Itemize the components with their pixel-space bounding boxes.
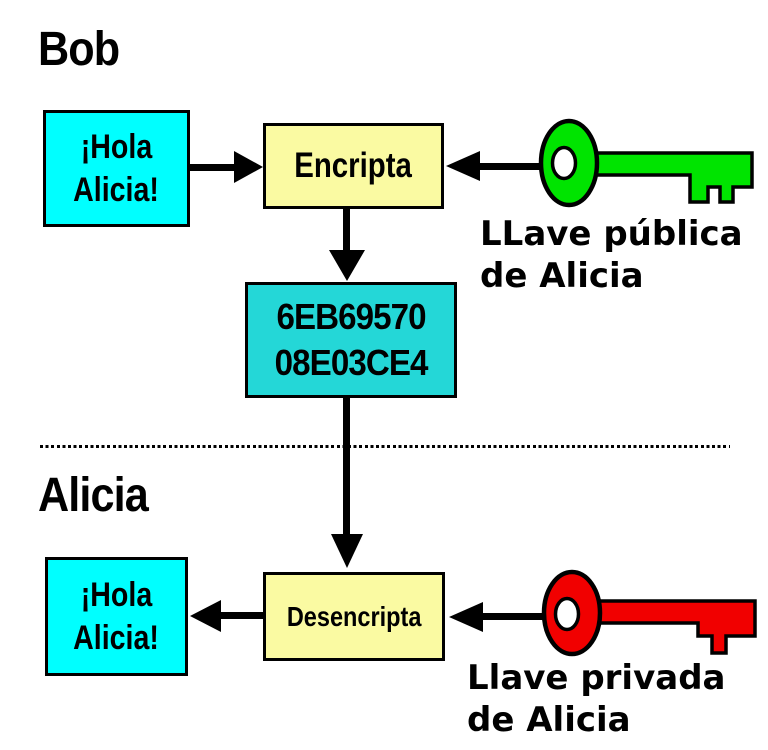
arrow-privatekey-to-decrypt-head-icon [449,602,483,632]
private-key-label-line-2: de Alicia [467,700,631,740]
ciphertext-box: 6EB69570 08E03CE4 [245,282,457,398]
arrow-decrypt-to-plaintext-head-icon [190,600,221,632]
encrypt-box: Encripta [263,123,444,209]
public-key-label: LLave pública de Alicia [480,213,743,297]
ciphertext-line-2: 08E03CE4 [274,342,429,383]
bob-heading: Bob [38,23,120,76]
arrow-cipher-to-decrypt-head-icon [331,534,363,568]
plaintext-line-2: Alicia! [73,618,160,657]
arrow-publickey-to-encrypt-head-icon [446,151,480,181]
ciphertext-line-1: 6EB69570 [276,296,426,337]
plaintext-box-alicia: ¡Hola Alicia! [45,557,188,676]
public-key-label-line-2: de Alicia [480,256,644,296]
public-key-label-line-1: LLave pública [480,214,743,254]
arrow-plaintext-to-encrypt-line [189,164,237,171]
arrow-decrypt-to-plaintext-line [219,612,264,619]
alicia-heading: Alicia [38,469,149,522]
private-key-label: Llave privada de Alicia [467,657,725,741]
section-divider [40,445,730,448]
plaintext-line-2: Alicia! [73,170,160,209]
public-key-icon [538,118,754,208]
arrow-plaintext-to-encrypt-head-icon [234,151,263,183]
plaintext-line-1: ¡Hola [80,575,153,614]
arrow-encrypt-to-cipher-line [343,207,350,253]
decrypt-box: Desencripta [263,572,445,661]
arrow-encrypt-to-cipher-head-icon [329,250,365,281]
plaintext-line-1: ¡Hola [80,127,153,166]
decrypt-label: Desencripta [286,600,422,632]
encrypt-label: Encripta [294,146,413,185]
private-key-label-line-1: Llave privada [467,658,726,698]
private-key-icon [541,569,757,657]
arrow-publickey-to-encrypt-line [478,163,540,170]
arrow-cipher-to-decrypt-line [343,398,350,538]
arrow-privatekey-to-decrypt-line [481,613,543,620]
plaintext-box-bob: ¡Hola Alicia! [43,110,190,227]
